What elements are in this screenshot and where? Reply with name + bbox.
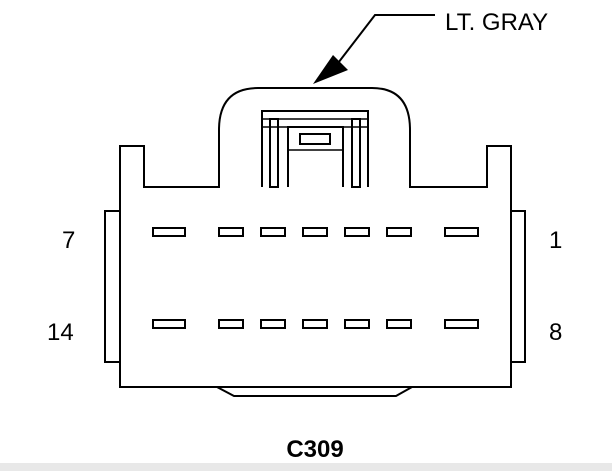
pin-12 — [260, 319, 286, 329]
bottom-lip — [216, 386, 413, 397]
pin-14 — [152, 319, 186, 329]
pin-9 — [386, 319, 412, 329]
pin-label-bottom-right: 8 — [549, 319, 562, 346]
pin-10 — [344, 319, 370, 329]
left-ear — [104, 210, 121, 363]
pin-11 — [302, 319, 328, 329]
latch — [261, 110, 369, 188]
connector-id: C309 — [286, 436, 343, 463]
pin-6 — [218, 227, 244, 237]
pin-13 — [218, 319, 244, 329]
pin-label-bottom-left: 14 — [47, 319, 74, 346]
pin-2 — [386, 227, 412, 237]
right-ear — [510, 210, 526, 363]
callout-label: LT. GRAY — [445, 9, 548, 36]
pin-7 — [152, 227, 186, 237]
pin-5 — [260, 227, 286, 237]
bottom-strip — [0, 463, 612, 471]
pin-label-top-left: 7 — [62, 227, 75, 254]
pin-label-top-right: 1 — [549, 227, 562, 254]
connector-body — [119, 87, 512, 388]
callout-arrow — [313, 14, 435, 84]
pin-4 — [302, 227, 328, 237]
pin-8 — [444, 319, 479, 329]
pin-row-top — [152, 227, 479, 237]
pin-3 — [344, 227, 370, 237]
pin-1 — [444, 227, 479, 237]
pin-row-bottom — [152, 319, 479, 329]
